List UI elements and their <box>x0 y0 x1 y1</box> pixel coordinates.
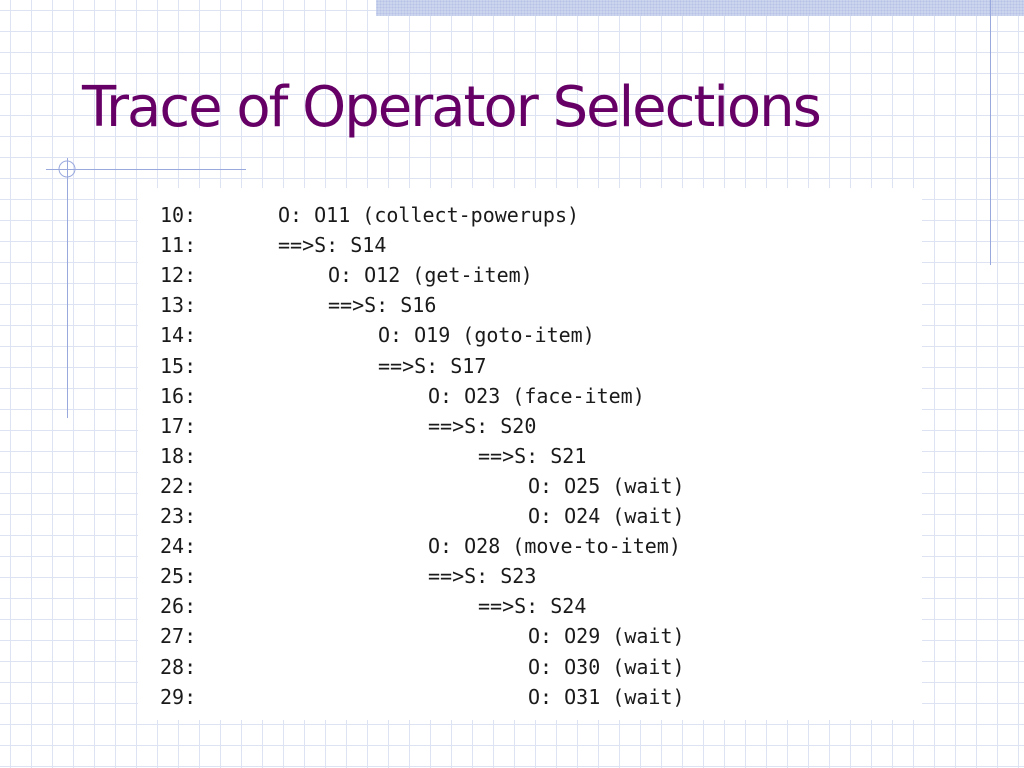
trace-line-text: ==>S: S21 <box>478 443 587 468</box>
trace-line-text: O: O11 (collect-powerups) <box>278 203 580 227</box>
trace-line-number: 14: <box>160 323 197 348</box>
trace-line-text: O: O29 (wait) <box>528 624 685 649</box>
trace-row: 26: ==>S: S24 <box>160 591 586 621</box>
trace-line-text: O: O23 (face-item) <box>428 383 645 408</box>
trace-row: 28: O: O30 (wait) <box>160 652 685 682</box>
trace-row: 29: O: O31 (wait) <box>160 682 685 712</box>
trace-row: 14: O: O19 (goto-item) <box>160 320 595 350</box>
trace-row: 10: O: O11 (collect-powerups) <box>160 200 579 230</box>
crosshair-ornament-icon <box>58 160 76 178</box>
trace-row: 23: O: O24 (wait) <box>160 501 685 531</box>
title-underline-accent <box>46 169 246 170</box>
trace-line-text: ==>S: S14 <box>278 233 387 258</box>
trace-line-text: O: O28 (move-to-item) <box>428 534 681 559</box>
trace-row: 13: ==>S: S16 <box>160 290 436 320</box>
trace-row: 17: ==>S: S20 <box>160 411 536 441</box>
trace-line-text: O: O30 (wait) <box>528 654 685 679</box>
trace-line-text: ==>S: S16 <box>328 293 437 318</box>
trace-line-text: O: O12 (get-item) <box>328 263 533 288</box>
trace-line-text: O: O19 (goto-item) <box>378 323 595 348</box>
trace-row: 27: O: O29 (wait) <box>160 621 685 651</box>
trace-line-number: 25: <box>160 564 197 589</box>
trace-line-text: O: O31 (wait) <box>528 684 685 709</box>
trace-line-text: ==>S: S20 <box>428 413 537 438</box>
slide-title: Trace of Operator Selections <box>82 75 822 140</box>
trace-row: 25: ==>S: S23 <box>160 561 536 591</box>
trace-line-number: 26: <box>160 594 197 619</box>
trace-line-number: 15: <box>160 353 197 378</box>
trace-line-number: 13: <box>160 293 197 318</box>
trace-line-text: ==>S: S23 <box>428 564 537 589</box>
trace-line-number: 28: <box>160 654 197 679</box>
trace-line-text: O: O24 (wait) <box>528 504 685 528</box>
trace-line-text: ==>S: S17 <box>378 353 487 378</box>
trace-line-number: 27: <box>160 624 197 649</box>
trace-line-number: 22: <box>160 473 197 498</box>
trace-row: 22: O: O25 (wait) <box>160 471 685 501</box>
trace-line-number: 10: <box>160 203 197 227</box>
trace-line-text: ==>S: S24 <box>478 594 587 619</box>
trace-line-number: 11: <box>160 233 197 258</box>
trace-line-number: 29: <box>160 684 197 709</box>
top-decorative-band <box>376 0 1024 16</box>
trace-line-number: 18: <box>160 443 197 468</box>
trace-row: 11: ==>S: S14 <box>160 230 386 260</box>
trace-row: 24: O: O28 (move-to-item) <box>160 531 681 561</box>
right-accent-line <box>990 0 991 265</box>
trace-listing: 10: O: O11 (collect-powerups) 11: ==>S: S14… <box>138 188 922 720</box>
trace-line-number: 12: <box>160 263 197 288</box>
trace-line-number: 24: <box>160 534 197 559</box>
trace-row: 16: O: O23 (face-item) <box>160 381 645 411</box>
trace-line-text: O: O25 (wait) <box>528 473 685 498</box>
trace-line-number: 17: <box>160 413 197 438</box>
left-accent-line <box>67 158 68 418</box>
trace-row: 18: ==>S: S21 <box>160 441 586 471</box>
trace-row: 15: ==>S: S17 <box>160 351 486 381</box>
trace-line-number: 23: <box>160 504 197 528</box>
trace-line-number: 16: <box>160 383 197 408</box>
trace-row: 12: O: O12 (get-item) <box>160 260 533 290</box>
